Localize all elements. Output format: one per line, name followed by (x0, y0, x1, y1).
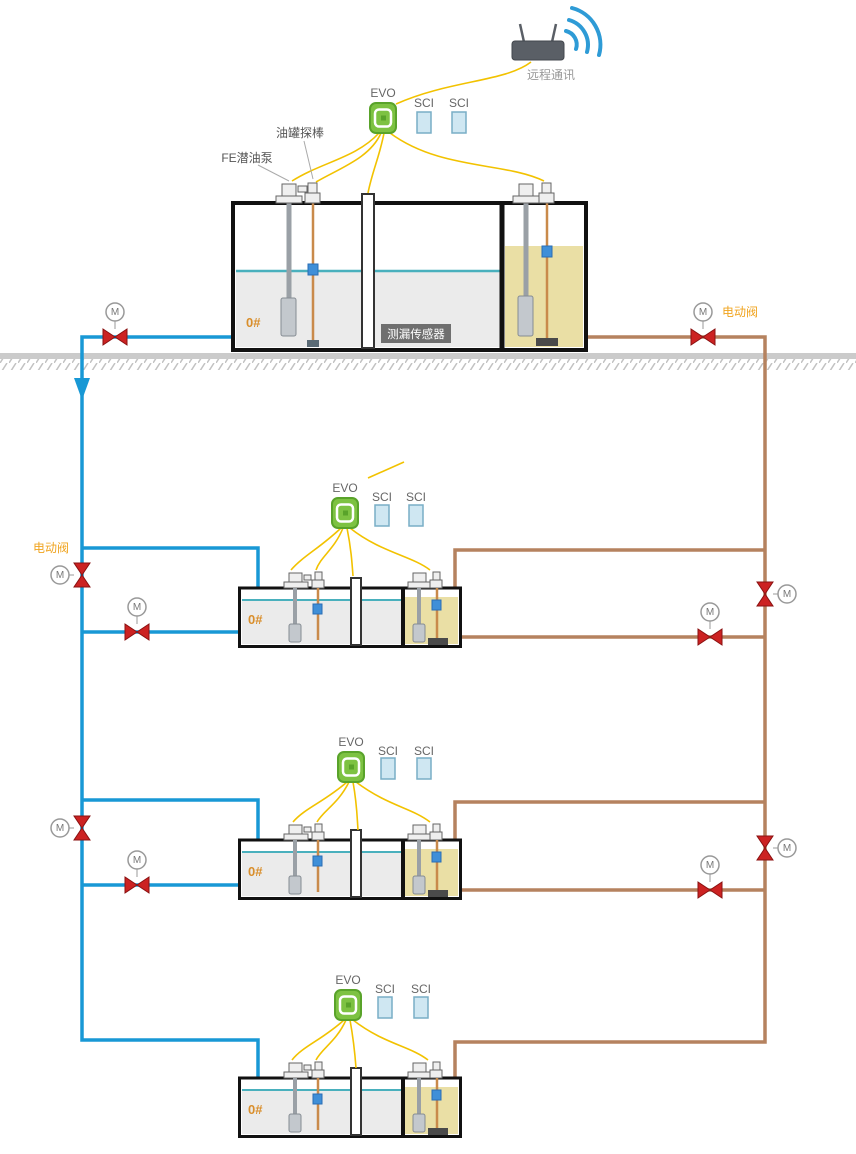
pump-head (518, 183, 534, 197)
evo-controller (368, 101, 398, 135)
sci-label: SCI (378, 744, 398, 758)
electric-valve-label: 电动阀 (33, 541, 69, 555)
evo-label: EVO (338, 735, 363, 749)
fe-pump-callout: FE潜油泵 (221, 151, 272, 165)
signal-wires (290, 61, 545, 1069)
sci-module (374, 504, 390, 527)
tank-main: 0# (231, 182, 588, 352)
evo-label: EVO (332, 481, 357, 495)
valve-motor-label: M (56, 823, 64, 834)
measuring-tube (361, 193, 375, 349)
supply-branch-tank2-top (82, 798, 260, 840)
level-sensor-icon (541, 245, 553, 258)
sci-label: SCI (372, 490, 392, 504)
probe-cap (307, 182, 318, 194)
valve-motor-label: M (111, 307, 119, 318)
sci-module (377, 996, 393, 1019)
pump-head (281, 183, 297, 197)
supply-branch-tank1-top (82, 546, 260, 588)
tank-grade-label: 0# (246, 315, 261, 330)
pump-flange (275, 195, 303, 204)
pump-base (536, 338, 558, 346)
valve-motor-label: M (783, 589, 791, 600)
sci-label: SCI (411, 982, 431, 996)
tank-underground-1 (237, 570, 463, 649)
valve-motor-label: M (706, 607, 714, 618)
pump-flange (512, 195, 540, 204)
valve-motor-label: M (783, 843, 791, 854)
tank-grade-label: 0# (248, 612, 263, 627)
valve-motor-label: M (133, 855, 141, 866)
probe-cap (541, 182, 552, 194)
return-pipe-brown (453, 335, 767, 1078)
submersible-pump (517, 295, 534, 337)
tank-grade-label: 0# (248, 1102, 263, 1117)
valve-motor-label: M (706, 860, 714, 871)
sci-module (416, 757, 432, 780)
probe-flange (304, 192, 321, 204)
evo-controller (330, 496, 360, 530)
sci-label: SCI (414, 744, 434, 758)
tank-grade-label: 0# (248, 864, 263, 879)
supply-pipe-main (80, 335, 260, 1078)
supply-pipe-blue (74, 335, 260, 1078)
probe-flange (538, 192, 555, 204)
sci-module (408, 504, 424, 527)
router-body (511, 40, 565, 61)
router (511, 23, 565, 61)
sci-module (416, 111, 432, 134)
tank-underground-2 (237, 822, 463, 901)
evo-controller (336, 750, 366, 784)
evo-label: EVO (335, 973, 360, 987)
sci-label: SCI (375, 982, 395, 996)
tank-underground-3 (237, 1060, 463, 1139)
leak-sensor-callout: 测漏传感器 (381, 324, 451, 343)
valve-motor-label: M (133, 602, 141, 613)
ground-line (0, 353, 856, 370)
wifi-icon (564, 6, 603, 57)
tank-probe-callout: 油罐探棒 (276, 126, 324, 140)
pointer-line (303, 140, 314, 180)
sci-label: SCI (414, 96, 434, 110)
return-branch-tank1-top (453, 548, 765, 588)
evo-controller (333, 988, 363, 1022)
submersible-pump (280, 297, 297, 337)
leak-sensor-label: 测漏传感器 (387, 327, 445, 341)
pointer-line (257, 164, 290, 182)
flow-arrow-down-icon (74, 378, 90, 400)
sci-label: SCI (449, 96, 469, 110)
evo-label: EVO (370, 86, 395, 100)
level-sensor-icon (307, 263, 319, 276)
remote-comm-label: 远程通讯 (527, 67, 575, 82)
electric-valve-label: 电动阀 (722, 305, 758, 319)
return-pipe-main (453, 335, 767, 1078)
valve-motor-label: M (56, 570, 64, 581)
sci-label: SCI (406, 490, 426, 504)
valve-motor-label: M (699, 307, 707, 318)
return-branch-tank2-top (453, 800, 765, 840)
probe-base (307, 340, 319, 347)
sci-module (413, 996, 429, 1019)
sci-module (451, 111, 467, 134)
pump-stub (297, 185, 308, 193)
sci-module (380, 757, 396, 780)
tank-main-right-fuel (505, 246, 583, 347)
